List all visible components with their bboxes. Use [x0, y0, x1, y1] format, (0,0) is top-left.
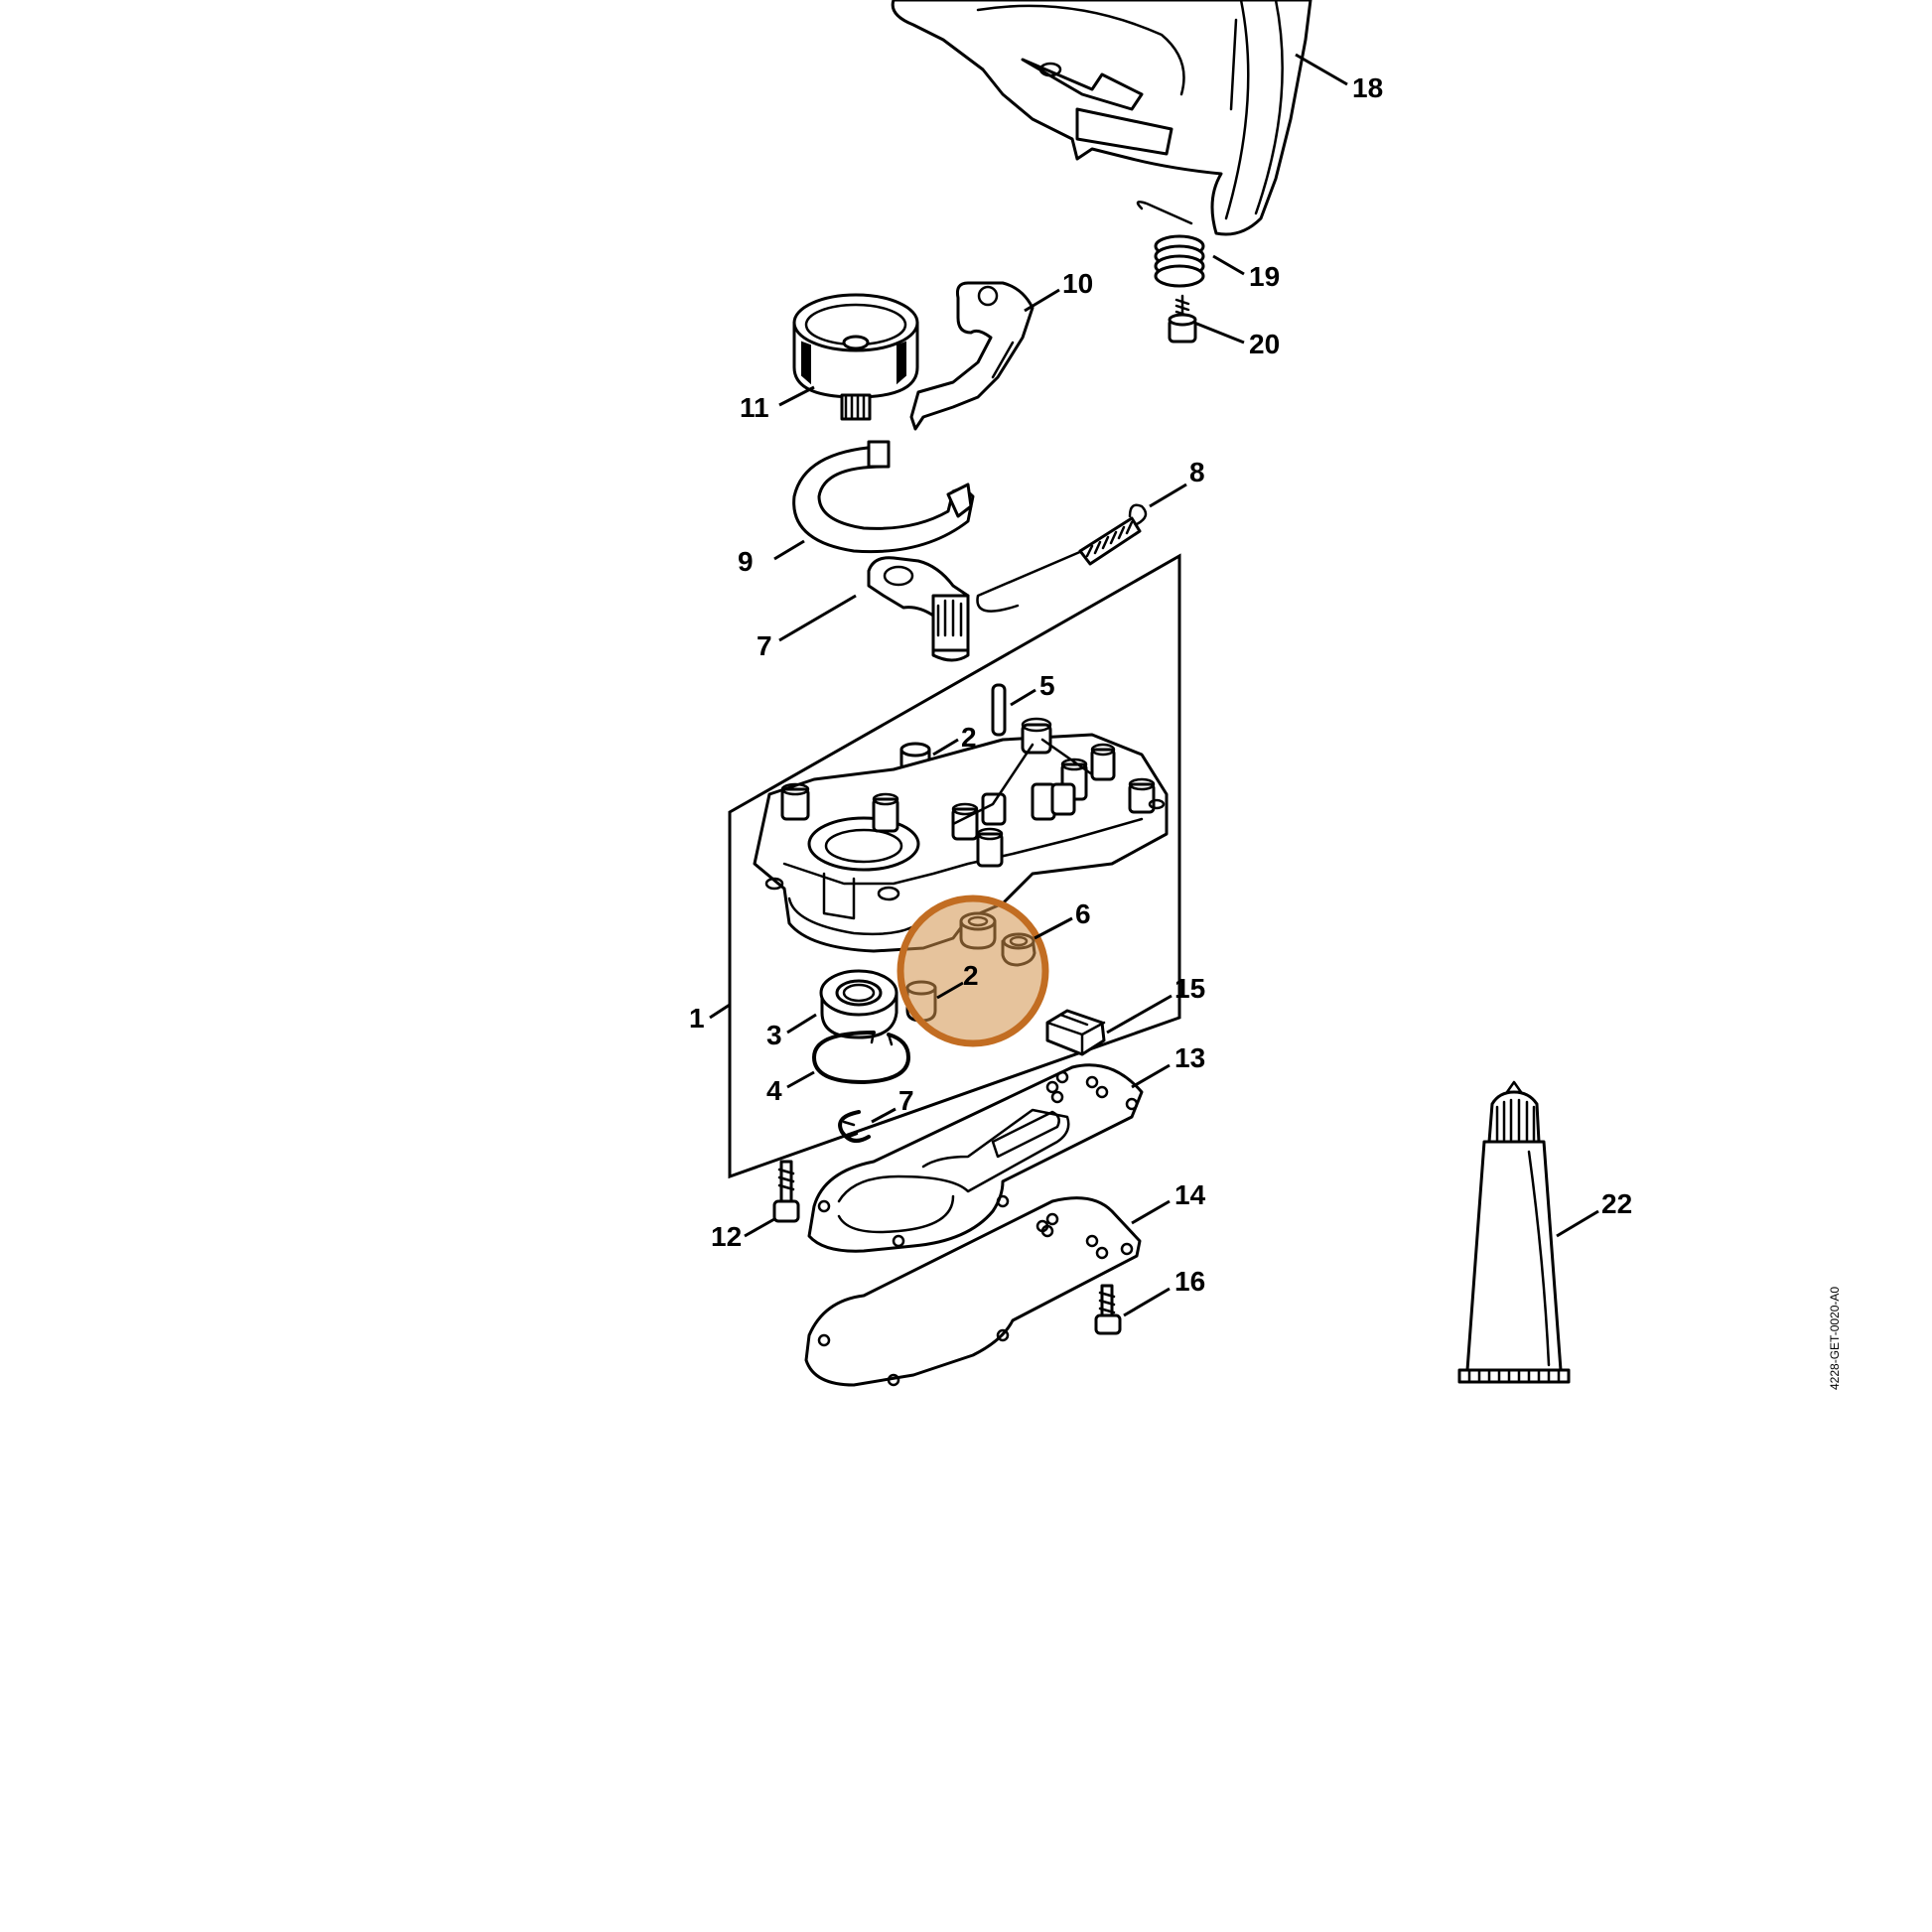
label-3: 3: [766, 1020, 782, 1050]
document-id: 4228-GET-0020-A0: [1828, 1287, 1842, 1390]
part-9-tension-spring[interactable]: [976, 503, 1148, 613]
part-20-screw[interactable]: [1168, 294, 1197, 344]
label-13: 12: [711, 1221, 742, 1252]
part-3-ball-bearing[interactable]: [819, 969, 898, 1039]
label-4: 4: [766, 1075, 782, 1106]
label-18: 18: [1352, 72, 1383, 103]
label-8: 7: [757, 630, 772, 661]
label-1: 1: [689, 1003, 705, 1034]
label-6: 6: [1075, 898, 1091, 929]
part-18-handle-housing[interactable]: [891, 0, 1312, 236]
part-8-actuating-lever[interactable]: [867, 556, 970, 662]
part-22-grease-tube[interactable]: [1457, 1080, 1571, 1384]
part-7-retaining-clip[interactable]: [838, 1110, 871, 1143]
label-11: 10: [1062, 268, 1093, 299]
label-2-lower: 2: [963, 960, 979, 991]
label-10: 9: [738, 546, 754, 577]
part-10-brake-band[interactable]: [792, 440, 975, 554]
part-4-circlip[interactable]: [812, 1031, 910, 1084]
label-2-upper: 2: [961, 722, 977, 753]
part-14-gasket[interactable]: [807, 1063, 1144, 1253]
part-labels: 18 19 20 10 11 8 9 7 5 2 6 2 1 3 4 15 7 …: [689, 72, 1632, 1297]
label-9: 8: [1189, 457, 1205, 487]
part-5-pin[interactable]: [991, 683, 1007, 737]
leader-lines: [709, 53, 1599, 1317]
part-16-slide[interactable]: [1045, 1009, 1106, 1056]
label-5: 5: [1039, 670, 1055, 701]
label-22: 22: [1601, 1188, 1632, 1219]
label-15: 14: [1174, 1179, 1206, 1210]
part-13-screw[interactable]: [772, 1160, 800, 1223]
highlight-circle-part-2: [897, 895, 1049, 1047]
label-16: 15: [1174, 973, 1205, 1004]
label-19: 19: [1249, 261, 1280, 292]
gearbox-housing[interactable]: [753, 717, 1169, 953]
part-19-torsion-spring[interactable]: [1136, 201, 1205, 288]
label-14: 13: [1174, 1042, 1205, 1073]
part-12-clutch-drum[interactable]: [792, 293, 919, 421]
label-17: 16: [1174, 1266, 1205, 1297]
assembly-1-frame: [728, 553, 1181, 1179]
part-15-cover-plate[interactable]: [804, 1196, 1142, 1387]
label-12: 11: [740, 392, 769, 423]
part-11-lever[interactable]: [909, 281, 1035, 431]
part-17-screw[interactable]: [1094, 1284, 1122, 1335]
label-7: 7: [898, 1085, 914, 1116]
label-20: 20: [1249, 329, 1280, 359]
